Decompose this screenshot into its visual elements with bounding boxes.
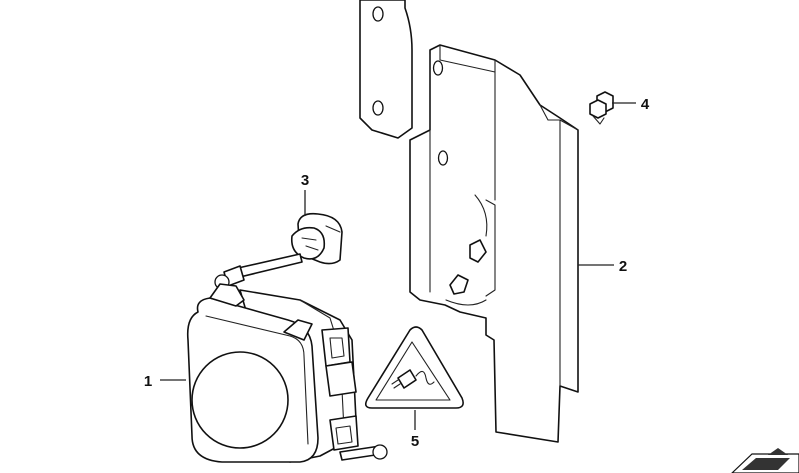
mounting-bracket	[359, 0, 579, 443]
plug-warning-icon	[391, 369, 435, 389]
sensor-unit-part	[186, 253, 388, 463]
arrow-block-icon	[731, 448, 799, 473]
warning-label-part	[364, 326, 464, 409]
callout-4: 4	[641, 96, 650, 113]
callout-3: 3	[301, 172, 309, 189]
clip-nut-part	[290, 212, 343, 265]
callout-5: 5	[411, 433, 419, 450]
callout-2: 2	[619, 258, 627, 275]
callout-1: 1	[144, 373, 152, 390]
screw-part	[589, 91, 614, 125]
